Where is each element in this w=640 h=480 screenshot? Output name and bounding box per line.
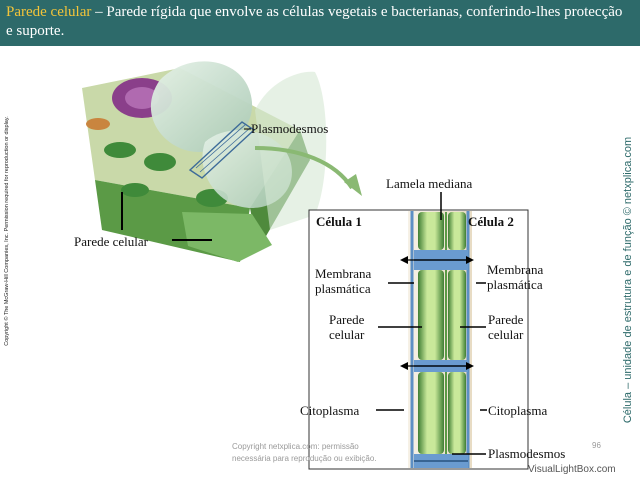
plant-cell-block (82, 61, 327, 262)
side-brand: Célula – unidade de estrutura e de funçã… (618, 110, 638, 450)
label-parede-celular: Parede celular (74, 234, 148, 249)
transport-arrow-top (400, 256, 474, 264)
label-parede-left-2: celular (329, 327, 365, 342)
zoom-callout-arrowhead (344, 174, 362, 196)
label-parede-left-1: Parede (329, 312, 365, 327)
label-plasmodesmos-top: Plasmodesmos (251, 121, 329, 136)
side-brand-text: Célula – unidade de estrutura e de funçã… (622, 136, 634, 424)
label-membrana-right-1: Membrana (487, 262, 544, 277)
header-text: Parede celular – Parede rígida que envol… (6, 3, 626, 41)
label-parede-right-1: Parede (488, 312, 524, 327)
watermark-link[interactable]: VisualLightBox.com (528, 464, 616, 475)
label-celula-1: Célula 1 (316, 214, 362, 229)
transport-arrow-middle (400, 362, 474, 370)
label-plasmodesmos-bottom: Plasmodesmos (488, 446, 566, 461)
footer-copyright-line2: necessária para reprodução ou exibição. (232, 454, 377, 463)
header-bar: Parede celular – Parede rígida que envol… (0, 0, 640, 46)
zoom-callout-arrow (254, 146, 354, 190)
label-parede-right-2: celular (488, 327, 524, 342)
label-membrana-right-2: plasmática (487, 277, 543, 292)
label-citoplasma-right: Citoplasma (488, 403, 548, 418)
zoom-detail-panel (308, 209, 529, 470)
label-celula-2: Célula 2 (468, 214, 514, 229)
label-membrana-left-2: plasmática (315, 281, 371, 296)
footer-copyright-line1: Copyright netxplica.com: permissão (232, 442, 359, 451)
label-lamela-mediana: Lamela mediana (386, 176, 473, 191)
label-membrana-left-1: Membrana (315, 266, 372, 281)
header-term: Parede celular (6, 4, 92, 20)
page-number: 96 (592, 441, 601, 450)
header-definition: – Parede rígida que envolve as células v… (6, 4, 623, 39)
label-citoplasma-left: Citoplasma (300, 403, 360, 418)
footer-copyright: Copyright netxplica.com: permissão neces… (232, 441, 377, 465)
